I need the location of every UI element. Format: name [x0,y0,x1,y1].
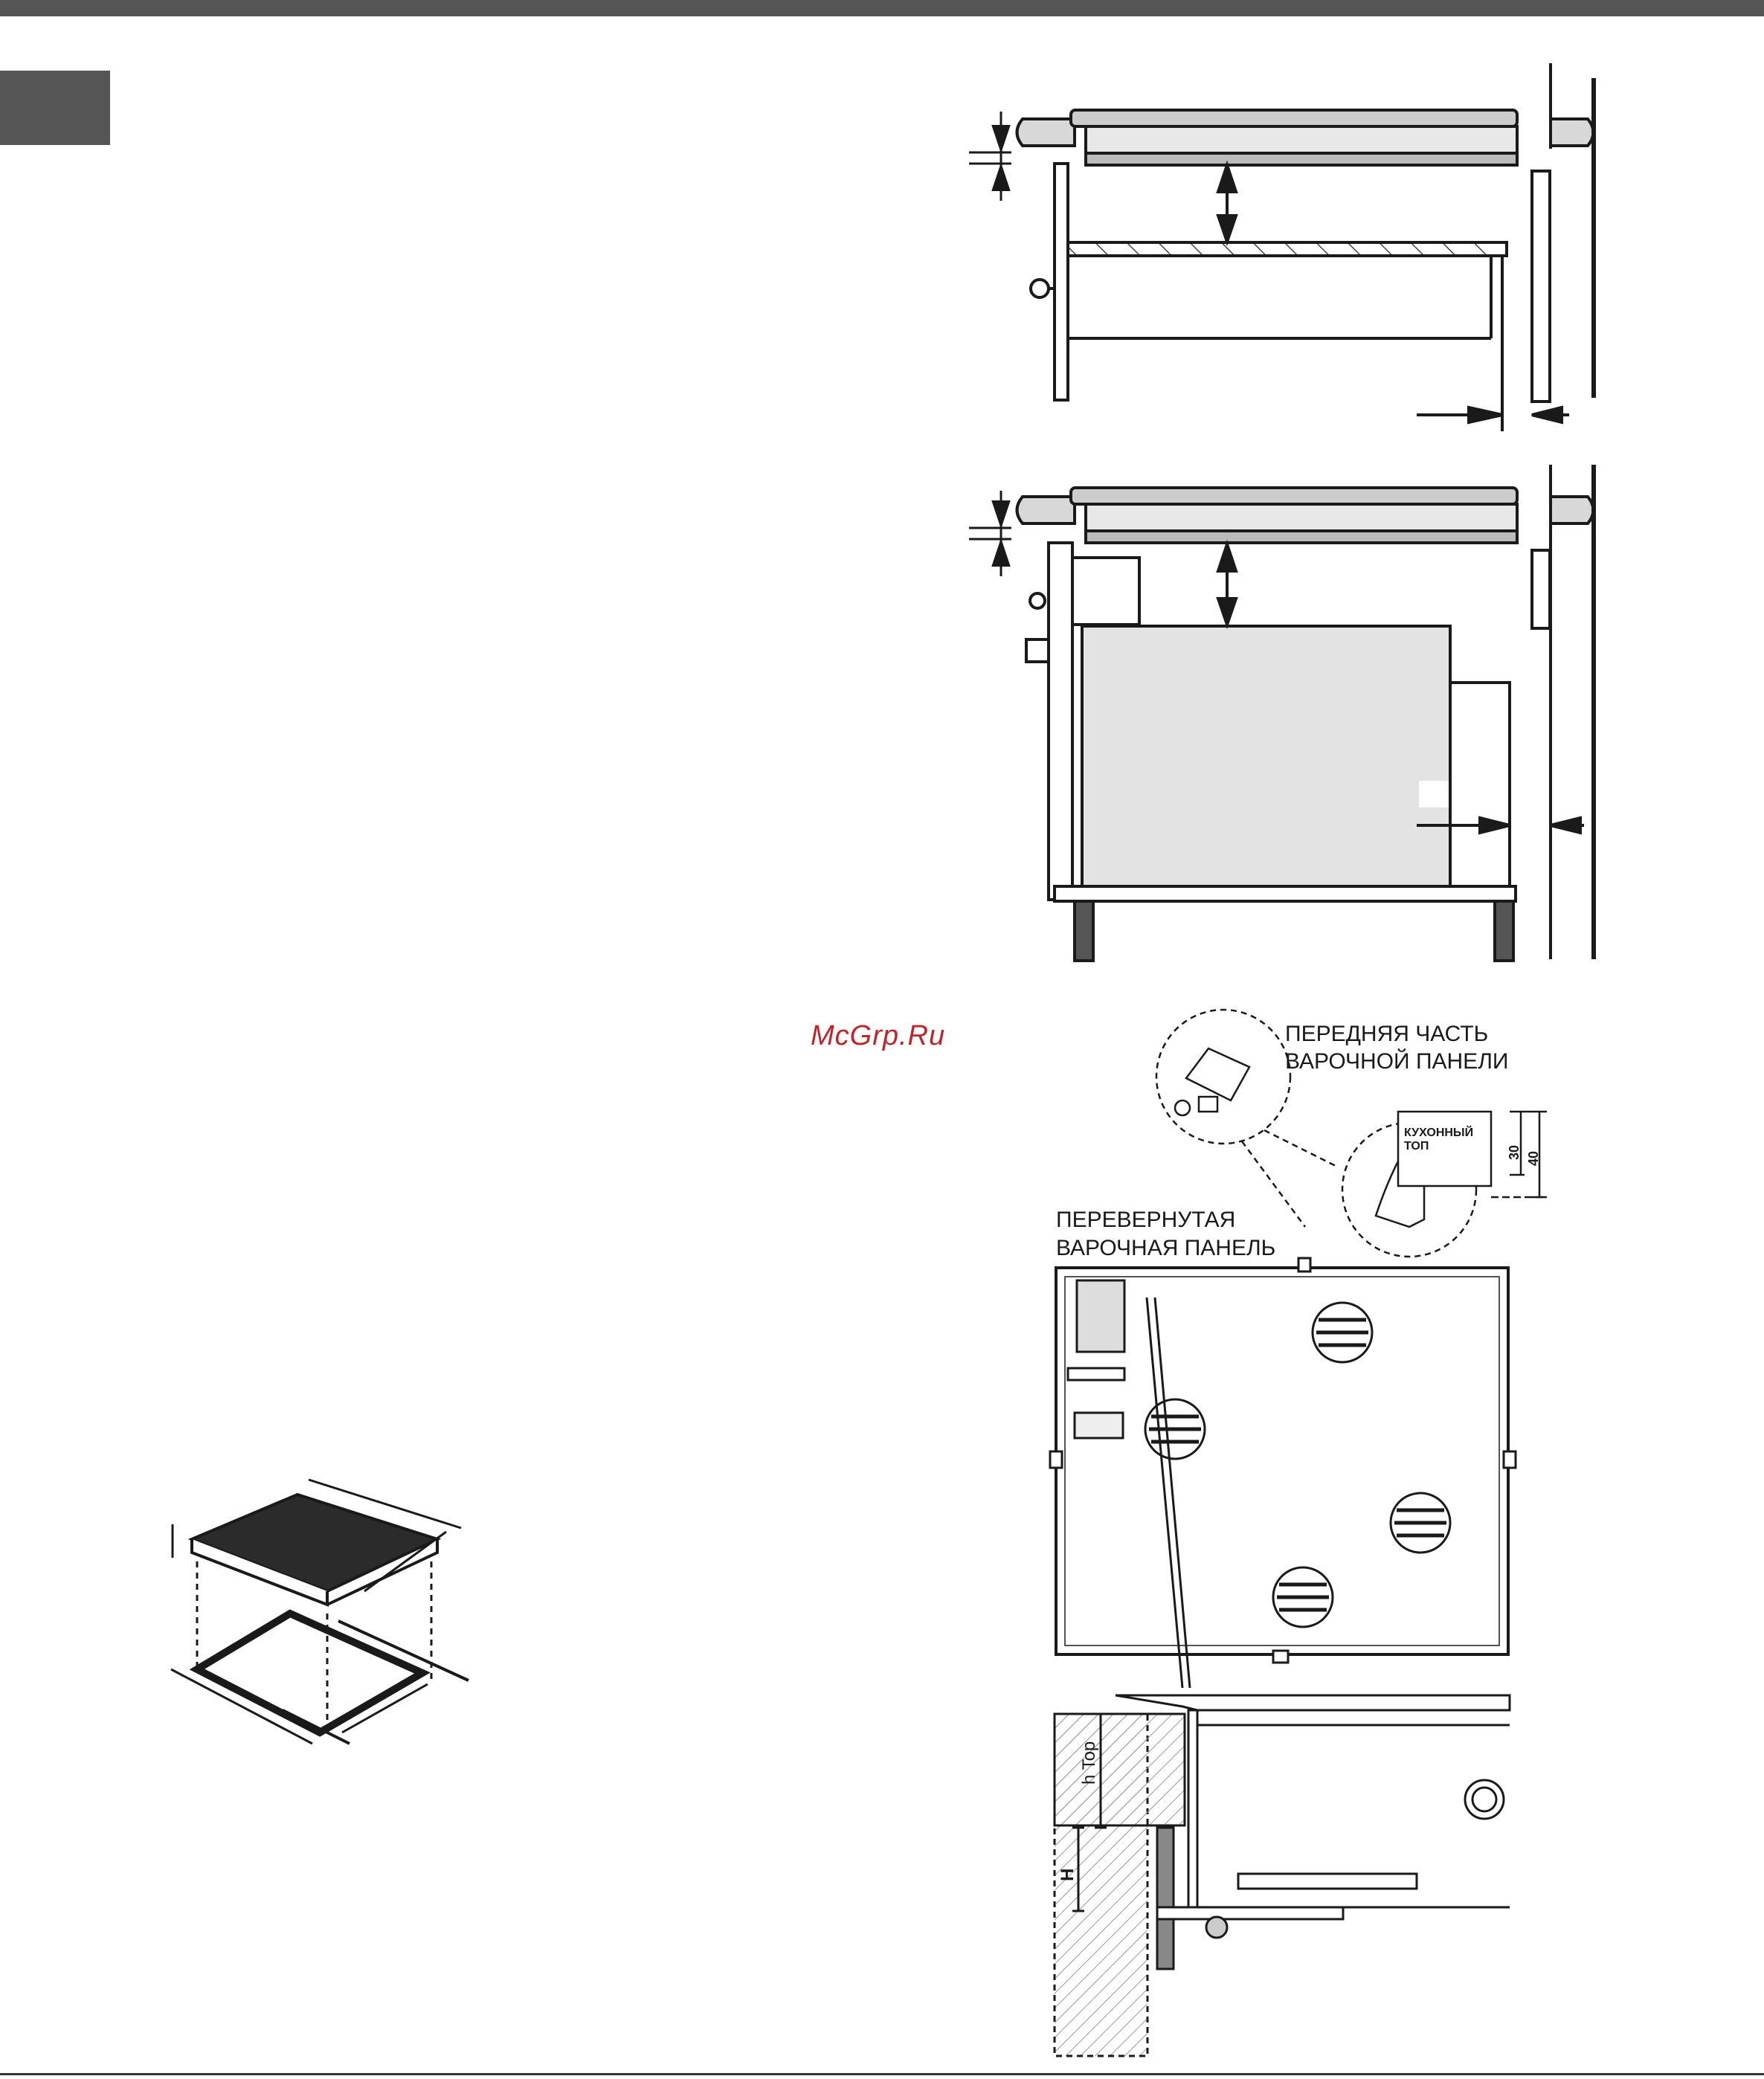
diagram-hob-over-oven [969,465,1594,961]
label-dim-40: 40 [1526,1151,1541,1166]
diagram-inverted-hob [1050,1258,1516,1688]
label-front-part-line1: ПЕРЕДНЯЯ ЧАСТЬ [1285,1022,1488,1046]
label-h-top: h Top [1079,1741,1099,1785]
label-inverted-line2: ВАРОЧНАЯ ПАНЕЛЬ [1056,1236,1275,1260]
diagram-cutout-perspective [171,1480,469,1744]
label-inverted-line1: ПЕРЕВЕРНУТАЯ [1056,1208,1235,1232]
label-dim-30: 30 [1507,1145,1522,1160]
label-countertop-line2: ТОП [1404,1140,1429,1153]
diagram-section-detail [1055,1695,1510,2056]
label-front-part-line2: ВАРОЧНОЙ ПАНЕЛИ [1285,1048,1508,1074]
label-countertop-line1: КУХОННЫЙ [1404,1125,1473,1139]
label-h-upper: H [1058,1869,1078,1881]
diagram-hob-over-shelf [969,63,1594,431]
